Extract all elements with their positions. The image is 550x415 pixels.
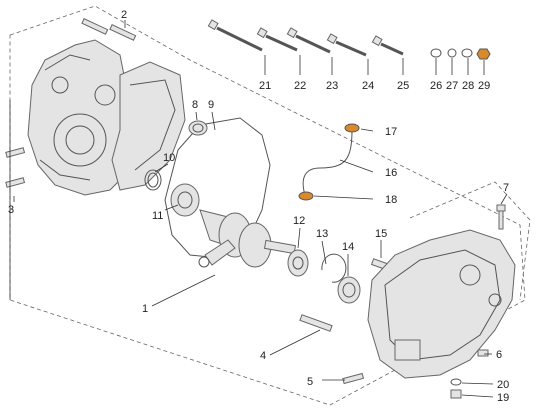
crankshaft [198, 209, 297, 268]
callout-10: 10 [163, 152, 175, 164]
bolt-7 [496, 204, 506, 230]
bolt-25 [371, 35, 404, 56]
callout-1: 1 [142, 303, 148, 315]
callout-29: 29 [478, 80, 490, 92]
callout-19: 19 [497, 392, 509, 404]
callout-26: 26 [430, 80, 442, 92]
callout-13: 13 [316, 228, 328, 240]
assembly-frame-lines [9, 5, 531, 406]
callout-25: 25 [397, 80, 409, 92]
callout-20: 20 [497, 379, 509, 391]
leader-lines [9, 20, 508, 398]
callout-24: 24 [362, 80, 374, 92]
dowel-4 [299, 314, 333, 332]
bearing-12 [287, 249, 309, 277]
callout-11: 11 [152, 210, 163, 222]
callout-5: 5 [307, 376, 313, 388]
callout-21: 21 [259, 80, 271, 92]
washer-28 [461, 48, 473, 58]
drain-plug-19 [450, 389, 462, 399]
oil-seal-10 [144, 169, 162, 191]
callout-22: 22 [294, 80, 306, 92]
callout-6: 6 [496, 349, 502, 361]
breather-hose-16 [302, 129, 353, 196]
callout-18: 18 [385, 194, 397, 206]
callout-17: 17 [385, 126, 397, 138]
callout-9: 9 [208, 99, 214, 111]
callout-7: 7 [503, 182, 509, 194]
bolt-22 [256, 27, 298, 52]
callout-15: 15 [375, 228, 387, 240]
callout-23: 23 [326, 80, 338, 92]
bolt-23 [286, 27, 331, 54]
callout-4: 4 [260, 350, 266, 362]
callout-12: 12 [293, 215, 305, 227]
callout-2: 2 [121, 9, 127, 21]
washer-26 [430, 48, 442, 58]
circlip-13 [321, 253, 347, 283]
crankcase-right-half [367, 229, 516, 379]
hose-clamp-17 [344, 123, 360, 133]
plug-6 [477, 349, 489, 357]
inner-cover [111, 61, 186, 191]
callout-8: 8 [192, 99, 198, 111]
callout-14: 14 [342, 241, 354, 253]
callout-28: 28 [462, 80, 474, 92]
callout-16: 16 [385, 167, 397, 179]
bolt-24 [326, 33, 367, 57]
bearing-8 [188, 120, 208, 136]
bearing-14 [337, 276, 361, 304]
callout-3: 3 [8, 204, 14, 216]
washer-20 [450, 378, 462, 386]
dowel-pins-left [5, 18, 137, 188]
nut-29 [476, 48, 491, 60]
hose-clamp-18 [298, 191, 314, 201]
callout-labels: 1 2 3 4 5 6 7 8 9 10 11 12 13 14 15 16 1… [8, 9, 509, 404]
washer-27 [447, 48, 457, 58]
callout-27: 27 [446, 80, 458, 92]
dowel-5 [342, 372, 365, 385]
bearing-11 [170, 183, 200, 217]
bolt-21 [207, 19, 263, 52]
